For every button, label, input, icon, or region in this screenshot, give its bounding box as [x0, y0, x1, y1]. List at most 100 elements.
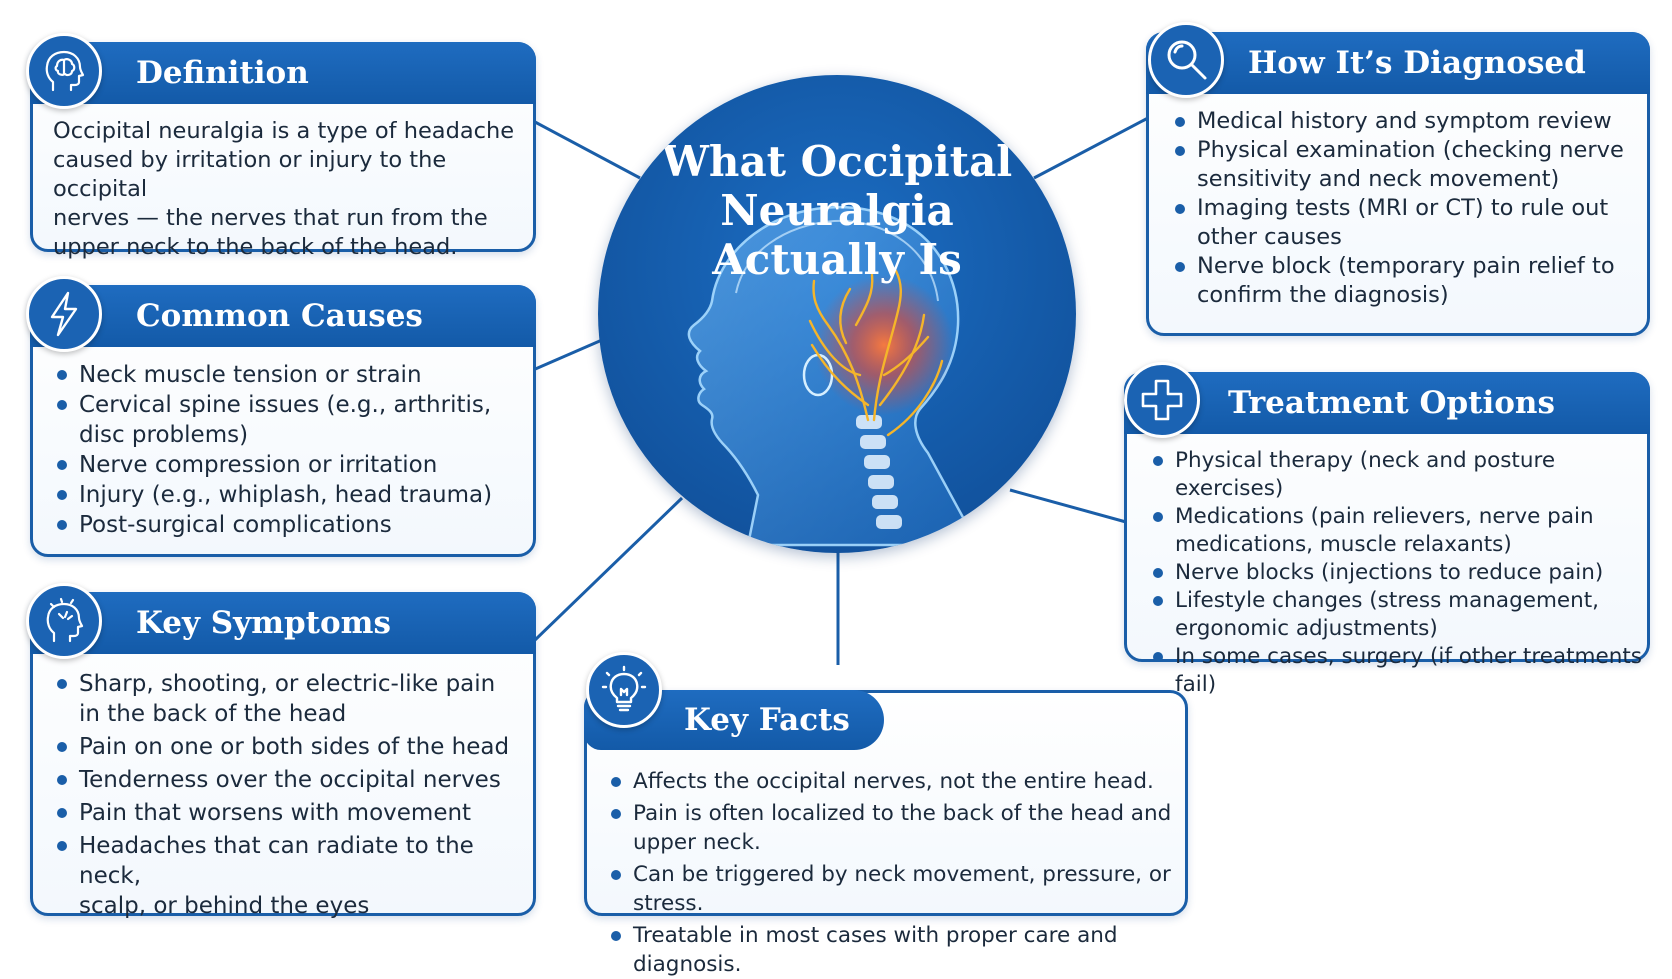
definition-body: Occipital neuralgia is a type of headach… [53, 117, 533, 262]
definition-icon-disc [26, 33, 102, 109]
center-title-line: What Occipital [661, 137, 1013, 186]
facts-title: Key Facts [684, 702, 850, 738]
fact-item-list: Affects the occipital nerves, not the en… [609, 767, 1185, 979]
symptom-item-text: scalp, or behind the eyes [79, 893, 370, 919]
definition-header: Definition [30, 42, 536, 104]
connector-lines [532, 116, 1149, 665]
facts-card: Key Facts Affects the occipital nerves, … [584, 690, 1188, 977]
symptom-item: Tenderness over the occipital nerves [55, 765, 531, 795]
diagnosis-item-text: other causes [1197, 224, 1342, 250]
symptom-item-text: Pain on one or both sides of the head [79, 734, 510, 760]
cause-item-text: Nerve compression or irritation [79, 452, 438, 478]
symptom-item: Headaches that can radiate to the neck,s… [55, 831, 531, 921]
cause-item: Nerve compression or irritation [55, 450, 531, 480]
symptom-item-text: Sharp, shooting, or electric-like pain [79, 671, 496, 697]
definition-line: nerves — the nerves that run from the [53, 205, 488, 231]
definition-title: Definition [136, 55, 309, 91]
cause-item: Injury (e.g., whiplash, head trauma) [55, 480, 531, 510]
treatment-item: Physical therapy (neck and posture exerc… [1151, 447, 1651, 503]
treatment-item-list: Physical therapy (neck and posture exerc… [1151, 447, 1651, 699]
connector-diagnosis [1033, 116, 1149, 180]
treatment-body: Physical therapy (neck and posture exerc… [1151, 447, 1651, 699]
treatment-item-text: medications, muscle relaxants) [1175, 532, 1512, 557]
fact-item-text: Treatable in most cases with proper care… [633, 923, 1118, 977]
fact-item-text: Can be triggered by neck movement, press… [633, 862, 1171, 916]
diagnosis-item-text: Physical examination (checking nerve [1197, 137, 1624, 163]
treatment-icon-disc [1124, 362, 1200, 438]
symptom-item: Pain that worsens with movement [55, 798, 531, 828]
cause-item-text: Post-surgical complications [79, 512, 392, 538]
cause-item: Cervical spine issues (e.g., arthritis, d… [55, 390, 531, 450]
medical-cross-icon [1141, 379, 1183, 421]
symptom-item-text: in the back of the head [79, 701, 347, 727]
fact-item: Can be triggered by neck movement, press… [609, 860, 1185, 918]
lightning-icon [50, 291, 78, 337]
definition-line: upper neck to the back of the head. [53, 234, 458, 260]
fact-item: Pain is often localized to the back of t… [609, 799, 1185, 857]
fact-item-text: Pain is often localized to the back of t… [633, 801, 1172, 826]
fact-item: Affects the occipital nerves, not the en… [609, 767, 1185, 796]
treatment-item-text: Nerve blocks (injections to reduce pain) [1175, 560, 1604, 585]
symptom-item: Pain on one or both sides of the head [55, 732, 531, 762]
cause-item: Post-surgical complications [55, 510, 531, 540]
causes-title: Common Causes [136, 298, 423, 334]
lightbulb-icon [601, 665, 647, 712]
connector-symptoms [533, 496, 684, 642]
symptoms-title: Key Symptoms [136, 605, 391, 641]
treatment-item-text: Lifestyle changes (stress management, [1175, 588, 1600, 613]
treatment-title: Treatment Options [1228, 385, 1555, 421]
symptoms-icon-disc [26, 583, 102, 659]
magnifier-icon [1167, 40, 1207, 80]
diagnosis-item-text: Imaging tests (MRI or CT) to rule out [1197, 195, 1609, 221]
diagnosis-item: Physical examination (checking nerve sens… [1173, 136, 1649, 194]
diagnosis-icon-disc [1148, 22, 1224, 98]
diagnosis-item-text: sensitivity and neck movement) [1197, 166, 1560, 192]
definition-line: caused by irritation or injury to the oc… [53, 147, 447, 202]
center-title-line: Actually Is [712, 235, 962, 284]
treatment-item-text: Medications (pain relievers, nerve pain [1175, 504, 1594, 529]
treatment-item: In some cases, surgery (if other treatme… [1151, 643, 1651, 699]
connector-definition [534, 120, 641, 180]
diagnosis-item-text: confirm the diagnosis) [1197, 282, 1449, 308]
treatment-item: Lifestyle changes (stress management,erg… [1151, 587, 1651, 643]
causes-icon-disc [26, 276, 102, 352]
cause-item-text: disc problems) [79, 422, 249, 448]
diagnosis-card: How It’s Diagnosed Medical history and s… [1146, 32, 1650, 336]
symptom-item: Sharp, shooting, or electric-like pain in… [55, 669, 531, 729]
diagnosis-title: How It’s Diagnosed [1248, 45, 1586, 81]
causes-header: Common Causes [30, 285, 536, 347]
head-nerves-illustration [687, 206, 981, 547]
infographic: What Occipital Neuralgia Actually Is Def… [26, 22, 1650, 977]
treatment-header: Treatment Options [1124, 372, 1650, 434]
treatment-card: Treatment Options Physical therapy (neck… [1124, 372, 1650, 697]
fact-item: Treatable in most cases with proper care… [609, 921, 1185, 979]
facts-icon-disc [586, 652, 662, 728]
symptom-item-text: Pain that worsens with movement [79, 800, 472, 826]
connector-treatment [1009, 488, 1127, 524]
fact-item-text: upper neck. [633, 830, 761, 855]
connector-causes [532, 338, 603, 372]
diagnosis-item: Medical history and symptom review [1173, 107, 1649, 136]
cause-item-text: Neck muscle tension or strain [79, 362, 422, 388]
symptoms-body: Sharp, shooting, or electric-like pain in… [55, 669, 531, 921]
facts-body: Affects the occipital nerves, not the en… [609, 767, 1185, 979]
cause-item-text: Cervical spine issues (e.g., arthritis, [79, 392, 492, 418]
symptoms-header: Key Symptoms [30, 592, 536, 654]
treatment-item: Medications (pain relievers, nerve pain m… [1151, 503, 1651, 559]
symptom-item-text: Tenderness over the occipital nerves [79, 767, 501, 793]
definition-line: Occipital neuralgia is a type of headach… [53, 118, 515, 144]
cause-item: Neck muscle tension or strain [55, 360, 531, 390]
center-title: What Occipital Neuralgia Actually Is [598, 137, 1076, 284]
brain-head-icon [45, 50, 85, 92]
center-circle: What Occipital Neuralgia Actually Is [598, 75, 1076, 553]
cause-item-text: Injury (e.g., whiplash, head trauma) [79, 482, 493, 508]
center-title-line: Neuralgia [720, 186, 954, 235]
symptom-item-list: Sharp, shooting, or electric-like pain in… [55, 669, 531, 921]
fact-item-text: Affects the occipital nerves, not the en… [633, 769, 1154, 794]
diagnosis-item: Imaging tests (MRI or CT) to rule out oth… [1173, 194, 1649, 252]
causes-card: Common Causes Neck muscle tension or str… [30, 285, 536, 557]
diagnosis-item-text: Medical history and symptom review [1197, 108, 1612, 134]
